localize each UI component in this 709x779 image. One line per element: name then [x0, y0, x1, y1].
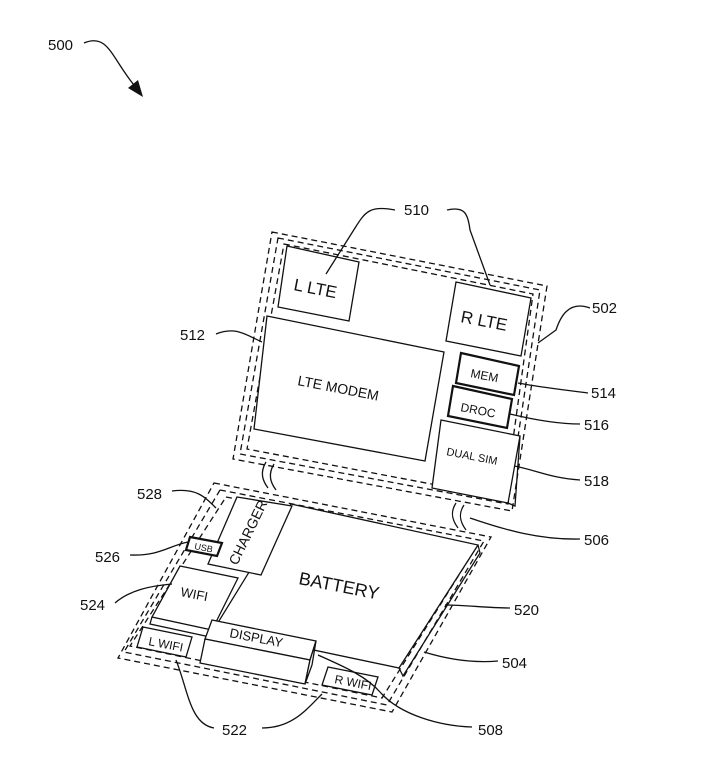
- lead-508: [317, 654, 473, 728]
- usb-port-box: [184, 535, 224, 558]
- bottom-panel: BATTERY CHARGER USB WIFI L WIFI R WIFI D…: [117, 482, 493, 713]
- lead-518: [513, 465, 581, 481]
- lead-528: [171, 489, 217, 509]
- lead-506: [469, 517, 581, 540]
- ref-518: 518: [584, 473, 609, 490]
- ref-512: 512: [180, 327, 205, 344]
- lead-512: [215, 330, 263, 343]
- top-panel: L LTE R LTE LTE MODEM MEM DROC DUAL SIM: [232, 231, 548, 512]
- ref-528: 528: [137, 486, 162, 503]
- ref-524: 524: [80, 597, 105, 614]
- ref-522: 522: [222, 722, 247, 739]
- l-lte-box: [277, 245, 360, 322]
- hinge-left-curve-a: [261, 461, 269, 489]
- droc-box: [446, 384, 514, 430]
- wifi-label: WIFI: [179, 584, 209, 604]
- hinge-right-curve-b: [459, 504, 467, 531]
- r-wifi-box: [321, 666, 379, 696]
- lead-502: [537, 305, 591, 344]
- hinge-left-curve-b: [269, 463, 277, 491]
- hinge-right-curve-a: [451, 502, 459, 529]
- l-wifi-label: L WIFI: [147, 634, 184, 654]
- lead-514: [517, 382, 589, 394]
- hinge: [261, 461, 467, 531]
- ref-526: 526: [95, 549, 120, 566]
- ref-506: 506: [584, 532, 609, 549]
- ref-504: 504: [502, 655, 527, 672]
- ref-500-arrowhead: [128, 80, 143, 97]
- lead-516: [509, 413, 581, 425]
- droc-label: DROC: [459, 400, 497, 421]
- bottom-panel-mid-outline: [122, 489, 486, 706]
- lead-524: [114, 583, 173, 604]
- lead-510-right: [446, 208, 491, 286]
- lead-510-left: [325, 207, 396, 275]
- ref-520: 520: [514, 602, 539, 619]
- usb-label: USB: [194, 541, 214, 554]
- mem-box: [454, 351, 521, 397]
- ref-514: 514: [591, 385, 616, 402]
- ref-500-arrow: [83, 40, 141, 93]
- lead-522-left: [175, 659, 215, 729]
- l-wifi-box: [136, 626, 193, 658]
- ref-510: 510: [404, 202, 429, 219]
- lead-504: [423, 651, 499, 663]
- battery-side: [398, 544, 481, 678]
- ref-516: 516: [584, 417, 609, 434]
- top-panel-mid-outline: [239, 237, 541, 505]
- mem-label: MEM: [469, 366, 499, 385]
- lead-526: [129, 541, 189, 556]
- r-lte-box: [445, 281, 532, 357]
- lead-520: [444, 604, 511, 609]
- ref-508: 508: [478, 722, 503, 739]
- dual-sim-side: [507, 435, 521, 507]
- lead-522-right: [261, 693, 323, 729]
- ref-502: 502: [592, 300, 617, 317]
- bottom-panel-outer-outline: [117, 482, 493, 713]
- ref-500: 500: [48, 37, 73, 54]
- lte-modem-box: [253, 315, 445, 462]
- display-side-face: [304, 640, 317, 685]
